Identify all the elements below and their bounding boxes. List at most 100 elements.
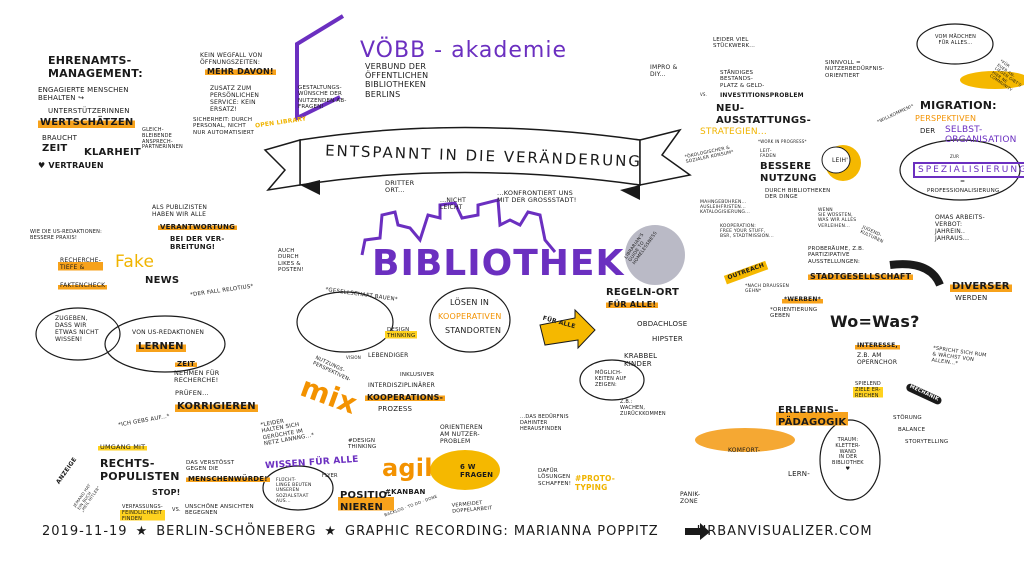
banner-left-fold [263, 139, 301, 192]
refugees-quote: Flücht- linge beuten unseren Sozialstaat… [276, 478, 312, 504]
flyer-label: Flyer [322, 473, 338, 479]
sites: Standorten [445, 326, 502, 335]
options-bubble [579, 359, 645, 401]
work-in-progress: *Work in Progress* [758, 139, 807, 144]
if-you-knew: Wenn Sie wüssten, was wir alles verleihe… [818, 208, 857, 229]
stop-sign: Stop! [152, 488, 181, 497]
star-icon: ★ [324, 524, 338, 539]
society-cloud [296, 291, 394, 353]
lend-thought-bubble [821, 146, 851, 174]
research-depth: Recherche- tiefe & [58, 257, 103, 272]
footer-place: Berlin-Schöneberg [156, 524, 317, 539]
new-equipment: Neu- ausstattungs- [716, 103, 812, 126]
give-orientation: *Orientierung geben [770, 307, 818, 320]
agile-word: agil [382, 454, 433, 482]
learning-zone: Lern- [788, 470, 810, 478]
unpleasant-views: Unschöne Ansichten begegnen [185, 504, 254, 517]
ehrenamt-supporters: UnterstützerInnen [48, 107, 130, 115]
investment-problem: Investitionsproblem [720, 92, 804, 99]
guide-circle [625, 225, 685, 285]
design-thinking: Design Thinking [385, 327, 418, 340]
for-all-arrow [539, 308, 596, 350]
balance: Balance [898, 427, 926, 433]
publicists: Als Publizisten haben wir alle [152, 204, 208, 218]
rehearsal-rooms: Proberäume, z.B. partizipative Ausstellu… [808, 246, 865, 265]
ehrenamt-contacts: Gleich- bleibende Ansprech- partnerInnen [142, 127, 183, 151]
fake-word: Fake [115, 252, 155, 272]
factcheck: Faktencheck [58, 282, 108, 290]
take-time: nehmen für Recherche! [174, 369, 220, 385]
dignity-pre: Das verstößt gegen die [186, 460, 235, 473]
strategies: Strategien... [700, 127, 767, 137]
guideline: Leit- faden [760, 149, 776, 160]
playful-goals: Spielend ziele er- reichen [853, 381, 883, 400]
specialisation: Spezialisierung [913, 162, 1024, 179]
third-place: Dritter Ort... [385, 179, 415, 195]
bibliothek-title: BIBLIOTHEK [372, 243, 625, 284]
specialisation-cloud [899, 139, 1021, 201]
banner-left-shadow [300, 180, 320, 195]
learn-from-us: Von US-Redaktionen [132, 329, 205, 336]
better-use: Bessere Nutzung [760, 161, 817, 184]
design-thinking-tag: #Design Thinking [348, 438, 377, 451]
to-label: zur [950, 154, 960, 159]
lend-bubble: Leih' [832, 157, 849, 164]
footer-date: 2019-11-19 [42, 524, 128, 539]
interdisciplinary: interdisziplinärer [368, 382, 436, 389]
position-word: Positio- nieren [338, 490, 394, 513]
island-comfort [695, 428, 795, 452]
cooperation-partners: Kooperation: Free your stuff, BSR, Stadt… [720, 224, 774, 240]
footer-credit: 2019-11-19 ★ Berlin-Schöneberg ★ Graphic… [42, 524, 873, 539]
admit-not-knowing: Zugeben, dass wir etwas nicht wissen! [55, 315, 99, 343]
voebb-logo-text: VÖBB - akademie [360, 38, 567, 63]
cooperation-process: Kooperations- [365, 393, 446, 403]
voebb-bracket-logo [295, 14, 345, 122]
admit-bubble [35, 307, 121, 361]
ehrenamt-clarity: Klarheit [84, 147, 141, 158]
grandma-ban: Omas Arbeits- verbot: Jahrein.. Jahraus.… [935, 214, 985, 242]
ehrenamt-keep: Engagierte Menschen behalten ↪ [38, 86, 129, 103]
learn-bubble [104, 315, 226, 373]
patchwork: Leider viel Stückwerk... [713, 37, 756, 50]
footer-arrow [685, 523, 710, 540]
ehrenamt-title: Ehrenamts- management: [48, 54, 143, 80]
diverse-arrow [889, 260, 944, 287]
learn-word: Lernen [136, 341, 186, 353]
security-note: Sicherheit: durch Personal, nicht nur au… [193, 117, 255, 136]
cooperative: kooperativen [438, 312, 502, 321]
homeless-label: Obdachlose [637, 320, 688, 328]
prototyping-tag: #Proto- typing [575, 474, 616, 492]
migration-perspectives: Perspektiven [915, 114, 977, 123]
solve-bubble [429, 287, 511, 353]
process: prozess [378, 405, 413, 413]
voebb-subtitle: Verbund der Öffentlichen Bibliotheken Be… [365, 62, 429, 99]
design-wishes: Gestaltungs- wünsche der Nutzenden ab- f… [298, 85, 347, 110]
footer-website[interactable]: urbanvisualizer.com [696, 524, 873, 539]
livelier: lebendiger [368, 352, 409, 359]
solve-in: Lösen in [450, 298, 490, 307]
dream-climbing-wall: Traum: Kletter- wand in der Bibliothek ♥ [832, 437, 864, 472]
responsibility: Verantwortung [158, 223, 238, 232]
news-word: News [145, 275, 180, 286]
person-blob [960, 71, 1024, 89]
right-populists: Rechts- populisten [100, 457, 180, 483]
no-loss-hours: Kein Wegfall von Öffnungszeiten: [200, 52, 263, 66]
self-organisation: Selbst- organisation [945, 125, 1017, 146]
star-icon: ★ [135, 524, 149, 539]
inclusive: inklusiver [400, 372, 435, 378]
find-need: ...das Bedürfnis dahinter herausfinden [520, 414, 569, 432]
check-word: Prüfen... [175, 389, 209, 397]
opera-choir: z.B. am Opernchor [857, 352, 898, 366]
us-practice: Wie die US-Redaktionen: bessere Praxis! [30, 229, 102, 241]
service-addition: Zusatz zum persönlichen Service: kein Er… [210, 85, 260, 113]
big-city: ...konfrontiert uns mit der Großstadt! [497, 189, 577, 205]
arrow-right-icon [667, 524, 689, 539]
show-options: Möglich- keiten auf zeigen: [595, 370, 627, 388]
kanban-tag: #Kanban [385, 488, 426, 496]
migration-of: der [920, 127, 936, 135]
not-easy: ...nicht leicht [440, 197, 466, 211]
ehrenamt-time: Zeit [42, 143, 68, 154]
footer-recorder: Graphic Recording: Marianna Poppitz [345, 524, 659, 539]
more-hours: Mehr davon! [205, 67, 276, 77]
